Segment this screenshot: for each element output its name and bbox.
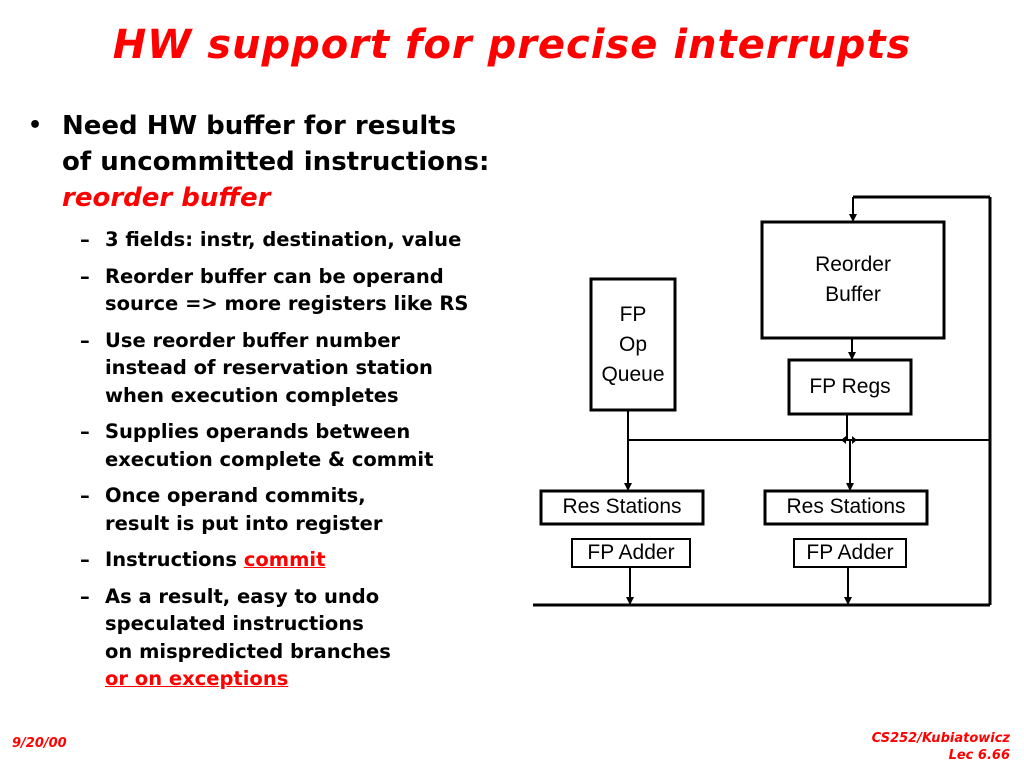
footer-date: 9/20/00 [12,736,67,751]
sub-bullet-supplies-operands: – Supplies operands between execution co… [80,418,530,473]
footer-lecture-number: Lec 6.66 [948,748,1010,763]
sub-bullet-line: result is put into register [105,511,383,535]
res-stations-right-box [763,489,929,526]
sub-bullet-line: Use reorder buffer number [105,328,401,352]
sub-bullet-line: 3 fields: instr, destination, value [105,228,462,251]
sub-bullet-line: instead of reservation station [105,356,433,379]
reorder-buffer-emphasis: reorder buffer [62,183,271,213]
fp-op-queue-line-3: Queue [601,363,665,386]
sub-bullet-reorder-number: – Use reorder buffer number instead of r… [80,327,530,410]
dash-marker: – [80,548,90,571]
fp-op-queue-box [589,277,677,412]
slide-title: HW support for precise interrupts [112,22,912,68]
fp-adder-left-label: FP Adder [587,541,675,564]
sub-bullet-instructions-commit: – Instructions commit [80,546,530,574]
bus-arrow-right [841,436,846,444]
bullet-marker: • [28,113,43,138]
sub-bullet-line: As a result, easy to undo [105,584,380,608]
reorder-buffer-label: Reorder Buffer [762,250,944,310]
dash-marker: – [80,584,90,608]
fp-adder-right-label: FP Adder [806,541,894,564]
footer-course: CS252/Kubiatowicz Lec 6.66 [872,730,1010,764]
res-stations-right-label: Res Stations [786,495,906,518]
sub-bullet-line: Once operand commits, [105,484,366,507]
dash-marker: – [80,264,90,288]
commit-prefix: Instructions [105,548,244,571]
sub-bullet-undo-speculation: – As a result, easy to undo speculated i… [80,583,530,693]
fp-regs-box [787,358,913,416]
sub-bullet-list: – 3 fields: instr, destination, value – … [80,226,530,702]
fp-regs-label: FP Regs [809,375,891,398]
sub-bullet-line: Supplies operands between [105,420,411,443]
fp-op-queue-line-2: Op [618,333,647,356]
sub-bullet-line: on mispredicted branches [105,639,391,663]
sub-bullet-line: Reorder buffer can be operand [105,264,444,288]
sub-bullet-line: speculated instructions [105,612,364,635]
sub-bullet-operand-source: – Reorder buffer can be operand source =… [80,263,530,318]
main-bullet-line-1: Need HW buffer for results [62,111,457,141]
main-bullet-line-2: of uncommitted instructions: [62,147,490,177]
dash-marker: – [80,484,90,507]
exceptions-highlight: or on exceptions [105,667,289,690]
fp-op-queue-line-1: FP [619,303,647,326]
reorder-buffer-line-1: Reorder [815,253,891,276]
res-stations-left-label: Res Stations [562,495,682,518]
sub-bullet-fields: – 3 fields: instr, destination, value [80,226,530,254]
commit-highlight: commit [243,548,326,571]
sub-bullet-line: execution complete & commit [105,447,434,471]
sub-bullet-operand-commits: – Once operand commits, result is put in… [80,482,530,537]
sub-bullet-line: Instructions commit [105,546,530,574]
fp-op-queue-label: FP Op Queue [591,300,675,390]
bus-arrow-left [852,436,857,444]
res-stations-left-box [539,489,705,526]
reorder-buffer-line-2: Buffer [825,283,881,306]
footer-course-name: CS252/Kubiatowicz [871,731,1010,746]
sub-bullet-line: source => more registers like RS [105,292,469,315]
dash-marker: – [80,228,90,251]
main-bullet-text: Need HW buffer for results of uncommitte… [62,108,562,216]
fp-adder-right-box [793,538,907,568]
dash-marker: – [80,420,90,443]
dash-marker: – [80,328,90,352]
sub-bullet-line: when execution completes [105,383,399,407]
